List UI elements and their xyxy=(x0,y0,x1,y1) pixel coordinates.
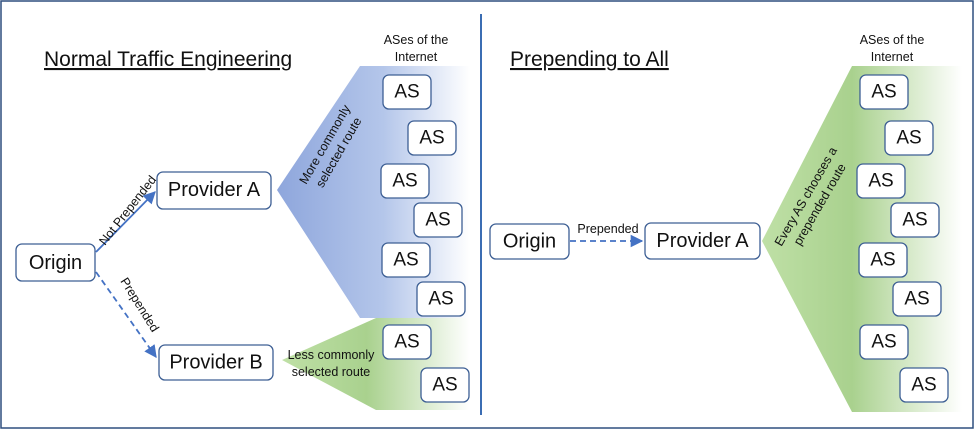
svg-text:AS: AS xyxy=(394,82,419,103)
as-box: AS xyxy=(416,281,466,317)
right-ases-header-line1: ASes of the xyxy=(860,33,925,47)
as-box: AS xyxy=(380,163,430,199)
svg-text:AS: AS xyxy=(902,210,927,231)
as-box: AS xyxy=(420,367,470,403)
as-box: AS xyxy=(858,242,908,278)
provider-a-node-left: Provider A xyxy=(156,171,272,210)
svg-text:AS: AS xyxy=(871,82,896,103)
svg-text:AS: AS xyxy=(904,289,929,310)
svg-text:AS: AS xyxy=(419,128,444,149)
left-title: Normal Traffic Engineering xyxy=(44,48,292,71)
origin-node-left: Origin xyxy=(15,243,96,282)
provider-a-label-left: Provider A xyxy=(168,179,261,201)
provider-b-node: Provider B xyxy=(158,344,274,381)
less-common-line1: Less commonly xyxy=(288,348,376,362)
as-box: AS xyxy=(407,120,457,156)
edge-label-prepended-right: Prepended xyxy=(577,222,638,236)
svg-text:AS: AS xyxy=(393,250,418,271)
edge-label-prepended-left: Prepended xyxy=(117,275,161,334)
as-box: AS xyxy=(884,120,934,156)
as-box: AS xyxy=(859,324,909,360)
as-box: AS xyxy=(381,242,431,278)
origin-label-left: Origin xyxy=(29,252,82,274)
svg-text:AS: AS xyxy=(428,289,453,310)
as-box: AS xyxy=(413,202,463,238)
svg-text:AS: AS xyxy=(871,332,896,353)
svg-text:AS: AS xyxy=(392,171,417,192)
svg-text:AS: AS xyxy=(432,375,457,396)
provider-b-label: Provider B xyxy=(169,352,262,374)
provider-a-label-right: Provider A xyxy=(656,230,749,252)
edge-label-not-prepended: Not Prepended xyxy=(96,173,159,248)
svg-text:AS: AS xyxy=(868,171,893,192)
right-panel: Prepending to All ASes of the Internet E… xyxy=(489,33,962,412)
as-box: AS xyxy=(892,281,942,317)
origin-node-right: Origin xyxy=(489,223,570,260)
edge-origin-to-provider-a xyxy=(95,191,156,253)
as-box: AS xyxy=(382,74,432,110)
as-box: AS xyxy=(382,324,432,360)
as-box: AS xyxy=(899,367,949,403)
svg-text:AS: AS xyxy=(896,128,921,149)
left-panel: Normal Traffic Engineering ASes of the I… xyxy=(15,33,470,410)
as-box: AS xyxy=(859,74,909,110)
right-ases-header-line2: Internet xyxy=(871,50,914,64)
more-common-region xyxy=(277,66,470,318)
as-box: AS xyxy=(890,202,940,238)
svg-text:AS: AS xyxy=(911,375,936,396)
as-box: AS xyxy=(856,163,906,199)
svg-text:AS: AS xyxy=(870,250,895,271)
provider-a-node-right: Provider A xyxy=(644,222,761,260)
left-ases-header-line1: ASes of the xyxy=(384,33,449,47)
svg-text:AS: AS xyxy=(394,332,419,353)
svg-text:AS: AS xyxy=(425,210,450,231)
left-ases-header-line2: Internet xyxy=(395,50,438,64)
origin-label-right: Origin xyxy=(503,231,556,253)
edge-origin-to-provider-b xyxy=(95,271,157,359)
less-common-line2: selected route xyxy=(292,365,371,379)
right-title: Prepending to All xyxy=(510,48,669,71)
